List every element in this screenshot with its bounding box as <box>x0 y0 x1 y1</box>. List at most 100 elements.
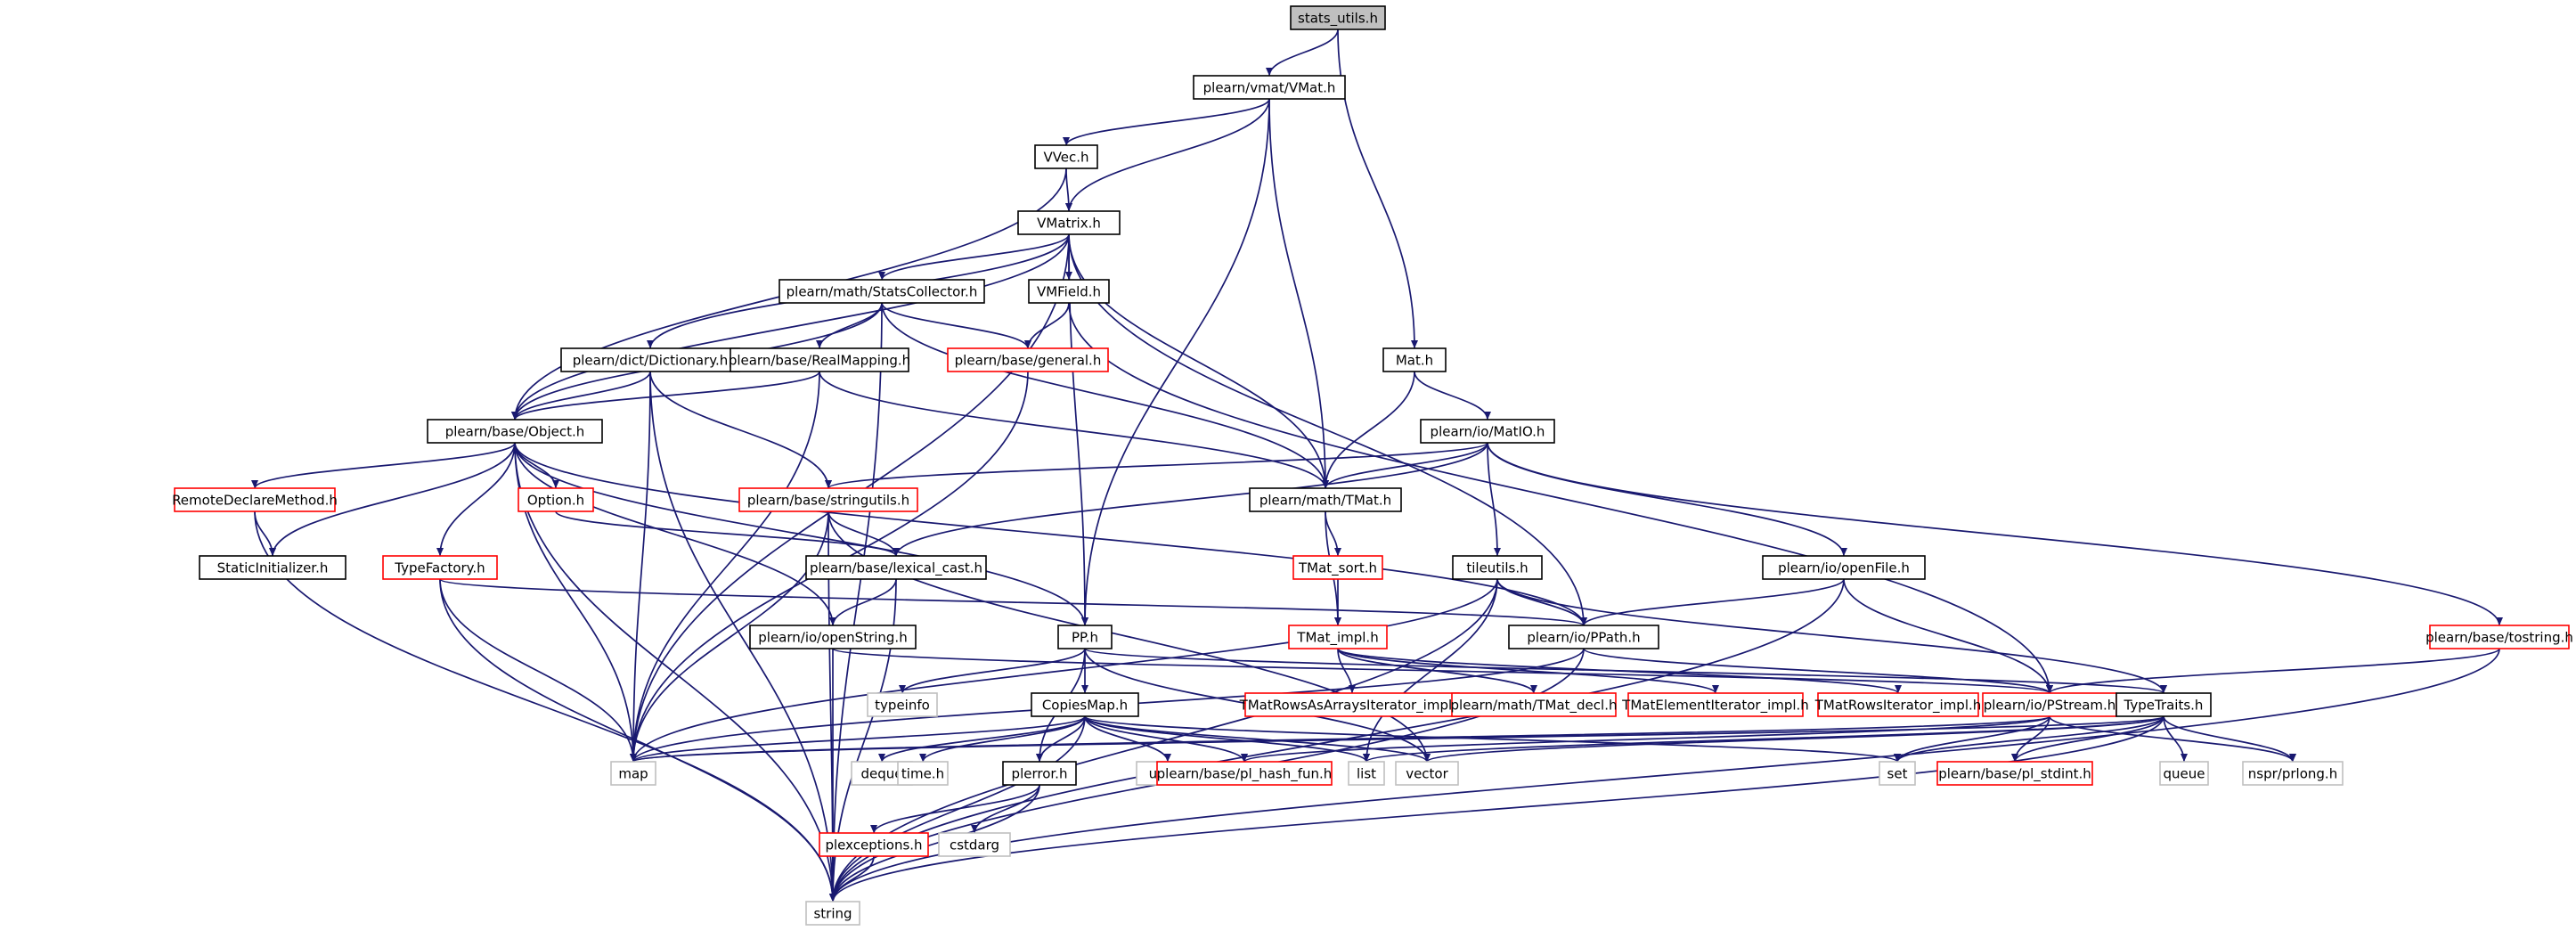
node-label: plearn/dict/Dictionary.h <box>573 353 729 369</box>
node-option[interactable]: Option.h <box>518 487 594 512</box>
edge-stringutils-to-lexical-cast <box>827 510 900 557</box>
node-tmat-impl[interactable]: TMat_impl.h <box>1288 625 1388 649</box>
node-vmfield[interactable]: VMField.h <box>1028 279 1110 304</box>
edge-line <box>2163 715 2296 763</box>
edge-matio-to-tileutils <box>1487 442 1501 557</box>
node-box <box>1057 625 1113 649</box>
node-typefactory[interactable]: TypeFactory.h <box>382 555 498 580</box>
node-set: set <box>1879 761 1916 786</box>
node-label: TMat_impl.h <box>1296 630 1378 647</box>
edge-line <box>251 442 516 489</box>
edge-mat-to-matio <box>1414 371 1491 421</box>
node-elemiter[interactable]: TMatElementIterator_impl.h <box>1621 692 1809 717</box>
node-tostring[interactable]: plearn/base/tostring.h <box>2425 625 2573 649</box>
node-vmat-vmat[interactable]: plearn/vmat/VMat.h <box>1193 75 1346 100</box>
node-rowsasarrays[interactable]: TMatRowsAsArraysIterator_impl.h <box>1239 692 1465 717</box>
edge-line <box>514 442 559 489</box>
node-dictionary[interactable]: plearn/dict/Dictionary.h <box>560 347 740 372</box>
node-label: plearn/math/StatsCollector.h <box>787 284 978 300</box>
edge-line <box>1894 715 2050 763</box>
node-box <box>1508 625 1659 649</box>
edge-vmat-vmat-to-vmatrix <box>1065 98 1270 212</box>
node-general[interactable]: plearn/base/general.h <box>947 347 1109 372</box>
edge-realmapping-to-map <box>630 371 820 763</box>
node-box <box>1395 761 1459 786</box>
edge-line <box>649 371 832 489</box>
edge-line <box>1068 233 1329 489</box>
node-box <box>779 279 985 304</box>
edge-line <box>269 442 516 557</box>
edge-vmatrix-to-statscollector <box>878 233 1070 281</box>
node-object[interactable]: plearn/base/Object.h <box>427 419 603 444</box>
node-tmat-sort[interactable]: TMat_sort.h <box>1292 555 1383 580</box>
node-box <box>199 555 346 580</box>
node-lexical-cast[interactable]: plearn/base/lexical_cast.h <box>805 555 987 580</box>
node-pl-stdint[interactable]: plearn/base/pl_stdint.h <box>1936 761 2093 786</box>
node-box <box>1817 692 1979 717</box>
node-label: plearn/io/openFile.h <box>1778 560 1910 576</box>
edge-typetraits-to-queue <box>2163 715 2188 763</box>
node-label: typeinfo <box>875 698 930 714</box>
edge-line <box>439 578 836 902</box>
node-tileutils[interactable]: tileutils.h <box>1452 555 1543 580</box>
node-vvec[interactable]: VVec.h <box>1034 144 1098 169</box>
edge-line <box>2163 715 2188 763</box>
node-box <box>730 347 909 372</box>
edge-realmapping-to-object <box>511 371 820 421</box>
edge-plerror-to-plexceptions <box>870 784 1040 834</box>
edge-line <box>829 578 1498 902</box>
edge-line <box>1487 442 1501 557</box>
node-label: TypeTraits.h <box>2124 698 2204 714</box>
edge-copiesmap-to-utility <box>1084 715 1171 763</box>
node-box <box>1452 555 1543 580</box>
edge-openfile-to-pstream <box>1843 578 2053 694</box>
edge-typefactory-to-string <box>439 578 836 902</box>
edge-line <box>630 578 1498 763</box>
node-box <box>805 555 987 580</box>
edge-line <box>1024 302 1070 349</box>
edge-tmat-impl-to-tmat-decl <box>1337 648 1537 694</box>
node-label: cstdarg <box>950 837 999 853</box>
node-box <box>1034 144 1098 169</box>
node-pp[interactable]: PP.h <box>1057 625 1113 649</box>
node-ppath[interactable]: plearn/io/PPath.h <box>1508 625 1659 649</box>
edge-line <box>1268 98 1329 489</box>
edge-line <box>881 302 1329 489</box>
node-label: RemoteDeclareMethod.h <box>172 493 338 509</box>
node-staticinit[interactable]: StaticInitializer.h <box>199 555 346 580</box>
edge-line <box>436 442 516 557</box>
node-stringutils[interactable]: plearn/base/stringutils.h <box>738 487 918 512</box>
edge-line <box>827 510 900 557</box>
node-matio[interactable]: plearn/io/MatIO.h <box>1420 419 1555 444</box>
node-tmat[interactable]: plearn/math/TMat.h <box>1249 487 1402 512</box>
edge-tmat-impl-to-rowsiter <box>1337 648 1902 694</box>
edge-object-to-ppath <box>514 442 1587 626</box>
node-realmapping[interactable]: plearn/base/RealMapping.h <box>729 347 910 372</box>
node-label: nspr/prlong.h <box>2248 766 2337 782</box>
node-openfile[interactable]: plearn/io/openFile.h <box>1762 555 1926 580</box>
node-statscollector[interactable]: plearn/math/StatsCollector.h <box>779 279 985 304</box>
edge-line <box>878 233 1070 281</box>
node-rowsiter[interactable]: TMatRowsIterator_impl.h <box>1814 692 1982 717</box>
edge-typetraits-to-vector <box>1423 715 2164 763</box>
node-copiesmap[interactable]: CopiesMap.h <box>1031 692 1139 717</box>
edge-line <box>1487 442 2503 626</box>
node-mat[interactable]: Mat.h <box>1382 347 1447 372</box>
node-label: plearn/io/PStream.h <box>1984 698 2116 714</box>
edge-stats-utils-to-mat <box>1337 29 1418 349</box>
node-pl-hash-fun[interactable]: plearn/base/pl_hash_fun.h <box>1156 761 1333 786</box>
edge-tostring-to-pstream <box>2046 648 2500 694</box>
node-typetraits[interactable]: TypeTraits.h <box>2115 692 2212 717</box>
node-pstream[interactable]: plearn/io/PStream.h <box>1982 692 2117 717</box>
edge-vmatrix-to-tmat <box>1068 233 1329 489</box>
edge-tileutils-to-map <box>630 578 1498 763</box>
node-stats-utils[interactable]: stats_utils.h <box>1290 5 1386 30</box>
edge-line <box>630 371 651 763</box>
node-plerror[interactable]: plerror.h <box>1002 761 1077 786</box>
node-remotedeclare[interactable]: RemoteDeclareMethod.h <box>172 487 338 512</box>
node-openstring[interactable]: plearn/io/openString.h <box>749 625 917 649</box>
node-tmat-decl[interactable]: plearn/math/TMat_decl.h <box>1451 692 1618 717</box>
node-vmatrix[interactable]: VMatrix.h <box>1017 210 1121 235</box>
edge-vmat-vmat-to-vvec <box>1063 98 1270 146</box>
node-plexceptions[interactable]: plexceptions.h <box>819 832 929 857</box>
